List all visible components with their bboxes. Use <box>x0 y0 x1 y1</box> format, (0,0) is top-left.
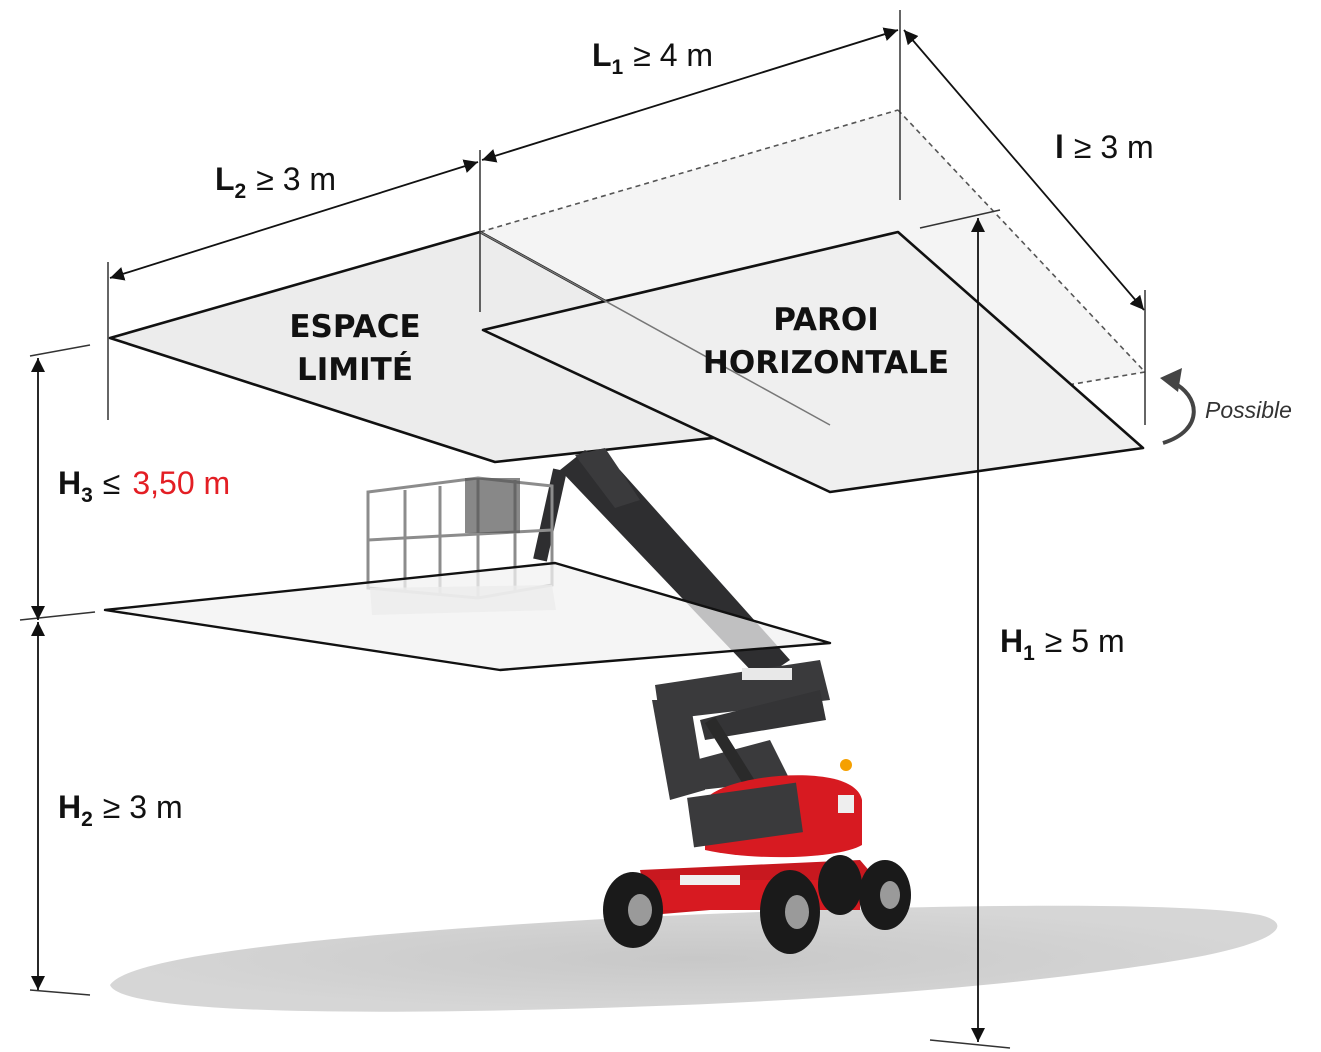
l2-arrow <box>109 159 479 281</box>
possible-label: Possible <box>1205 397 1292 423</box>
paroi-horizontale-label-line2: HORIZONTALE <box>703 345 949 381</box>
h3-label: H3≤3,50 m <box>58 465 230 507</box>
h2-label: H2≥ 3 m <box>58 789 183 831</box>
l2-label: L2≥ 3 m <box>215 161 336 203</box>
l1-label: L1≥ 4 m <box>592 37 713 79</box>
espace-limite-label-line1: ESPACE <box>289 309 420 345</box>
paroi-horizontale-label-line1: PAROI <box>773 302 879 338</box>
dimension-arrows <box>31 27 1145 1042</box>
w-arrow <box>903 29 1145 311</box>
plane-intersection-line <box>479 231 831 426</box>
possible-curved-arrow <box>1162 380 1196 445</box>
l1-arrow <box>481 27 899 163</box>
lower-plane <box>103 561 832 672</box>
possible-arrow-head <box>1160 368 1182 392</box>
aerial-work-platform <box>103 448 911 954</box>
espace-limite-label-line2: LIMITÉ <box>297 352 413 388</box>
h1-label: H1≥ 5 m <box>1000 623 1125 665</box>
w-label: l≥ 3 m <box>1055 129 1154 165</box>
extension-lines <box>19 10 1146 1049</box>
ground-shadow <box>110 905 1278 1012</box>
